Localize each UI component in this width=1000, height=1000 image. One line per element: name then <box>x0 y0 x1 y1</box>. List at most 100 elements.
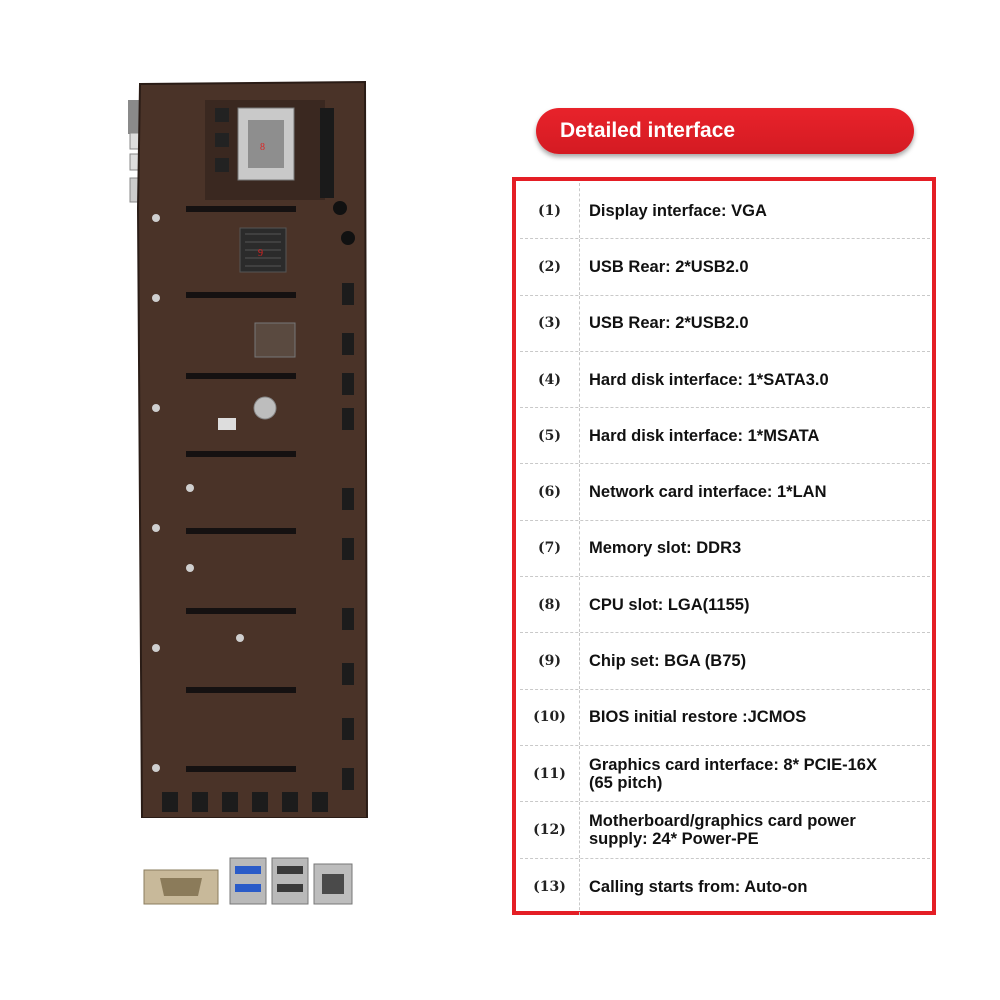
pcie-slot-1 <box>186 206 296 212</box>
pcie-slot-5 <box>186 528 296 534</box>
io-chip <box>254 322 296 358</box>
spec-row: (8) CPU slot: LGA(1155) <box>520 577 930 634</box>
choke-3 <box>215 158 229 172</box>
spec-text: USB Rear: 2*USB2.0 <box>589 257 749 276</box>
spec-row: (6) Network card interface: 1*LAN <box>520 464 930 521</box>
spec-row: (5) Hard disk interface: 1*MSATA <box>520 408 930 465</box>
rear-io-image <box>142 852 360 908</box>
spec-row: (10) BIOS initial restore :JCMOS <box>520 689 930 746</box>
power-connector <box>342 408 354 430</box>
pcie-slot-4 <box>186 451 296 457</box>
mounting-hole <box>152 764 160 772</box>
spec-number: (2) <box>520 239 580 295</box>
spec-row: (11)Graphics card interface: 8* PCIE-16X… <box>520 745 930 803</box>
spec-number: (3) <box>520 295 580 351</box>
spec-text: Calling starts from: Auto-on <box>589 877 808 896</box>
section-header: Detailed interface <box>536 108 914 154</box>
power-connector <box>312 792 328 812</box>
pcie-slot-8 <box>186 766 296 772</box>
power-connector <box>342 488 354 510</box>
spec-text: Chip set: BGA (B75) <box>589 652 747 671</box>
spec-row: (1) Display interface: VGA <box>520 183 930 240</box>
marker-8: 8 <box>260 142 265 153</box>
spec-number: (5) <box>520 408 580 464</box>
power-connector <box>342 373 354 395</box>
spec-number: (9) <box>520 633 580 689</box>
power-connector <box>252 792 268 812</box>
pcie-slot-6 <box>186 608 296 614</box>
mounting-hole <box>236 634 244 642</box>
pcie-slot-2 <box>186 292 296 298</box>
motherboard-image: 3 2 1 8 9 <box>120 78 370 819</box>
mounting-hole <box>152 524 160 532</box>
power-connector <box>342 608 354 630</box>
cpu-socket-center <box>248 120 284 168</box>
spec-number: (11) <box>520 745 580 802</box>
power-connector <box>342 768 354 790</box>
power-connector <box>192 792 208 812</box>
usb3-port-1 <box>235 866 261 874</box>
mounting-hole <box>152 214 160 222</box>
spec-text: CPU slot: LGA(1155) <box>589 595 750 614</box>
usb2-stack <box>271 857 309 905</box>
spec-text: Motherboard/graphics card power supply: … <box>589 811 856 848</box>
spec-number: (1) <box>520 183 580 239</box>
choke-1 <box>215 108 229 122</box>
spec-row: (13) Calling starts from: Auto-on <box>520 858 930 915</box>
pcie-slot-3 <box>186 373 296 379</box>
usb3-stack <box>229 857 267 905</box>
pcie-slot-7 <box>186 687 296 693</box>
power-connector <box>342 538 354 560</box>
power-connector <box>342 663 354 685</box>
spec-text: Hard disk interface: 1*SATA3.0 <box>589 370 829 389</box>
spec-text: Display interface: VGA <box>589 201 767 220</box>
choke-2 <box>215 133 229 147</box>
spec-text: BIOS initial restore :JCMOS <box>589 708 807 727</box>
usb3-port-2 <box>235 884 261 892</box>
mounting-hole <box>186 564 194 572</box>
spec-number: (10) <box>520 689 580 745</box>
spec-row: (9) Chip set: BGA (B75) <box>520 633 930 690</box>
usb2-port-1 <box>277 866 303 874</box>
spec-table-frame: (1) Display interface: VGA (2) USB Rear: 2… <box>512 177 936 915</box>
usb2-port-2 <box>277 884 303 892</box>
capacitor-1 <box>333 201 347 215</box>
power-connector <box>342 718 354 740</box>
capacitor-2 <box>341 231 355 245</box>
lan-port <box>322 874 344 894</box>
power-connector <box>342 283 354 305</box>
motherboard-svg: 3 2 1 8 9 <box>128 80 369 819</box>
spec-row: (3) USB Rear: 2*USB2.0 <box>520 295 930 352</box>
spec-number: (12) <box>520 802 580 858</box>
power-connector <box>162 792 178 812</box>
marker-9: 9 <box>258 248 263 259</box>
vga-connector-d <box>160 878 202 896</box>
spec-text: Graphics card interface: 8* PCIE-16X (65… <box>589 755 877 792</box>
spec-number: (8) <box>520 577 580 633</box>
power-connector <box>222 792 238 812</box>
spec-row: (2) USB Rear: 2*USB2.0 <box>520 239 930 296</box>
spec-text: Hard disk interface: 1*MSATA <box>589 426 820 445</box>
spec-text: USB Rear: 2*USB2.0 <box>589 314 749 333</box>
spec-number: (7) <box>520 520 580 577</box>
memory-slot <box>320 108 334 198</box>
spec-number: (13) <box>520 858 580 915</box>
power-connector <box>342 333 354 355</box>
rear-io-svg <box>143 857 353 905</box>
cmos-battery <box>253 396 277 420</box>
spec-row: (7) Memory slot: DDR3 <box>520 520 930 578</box>
spec-number: (4) <box>520 351 580 408</box>
section-title: Detailed interface <box>560 119 736 142</box>
power-connector <box>282 792 298 812</box>
bios-chip <box>218 418 236 430</box>
spec-row: (12)Motherboard/graphics card power supp… <box>520 802 930 859</box>
spec-text: Memory slot: DDR3 <box>589 539 742 558</box>
mounting-hole <box>152 404 160 412</box>
spec-number: (6) <box>520 464 580 520</box>
mounting-hole <box>152 644 160 652</box>
spec-table: (1) Display interface: VGA (2) USB Rear: 2… <box>520 183 930 915</box>
spec-row: (4) Hard disk interface: 1*SATA3.0 <box>520 351 930 409</box>
spec-text: Network card interface: 1*LAN <box>589 483 827 502</box>
mounting-hole <box>186 484 194 492</box>
mounting-hole <box>152 294 160 302</box>
